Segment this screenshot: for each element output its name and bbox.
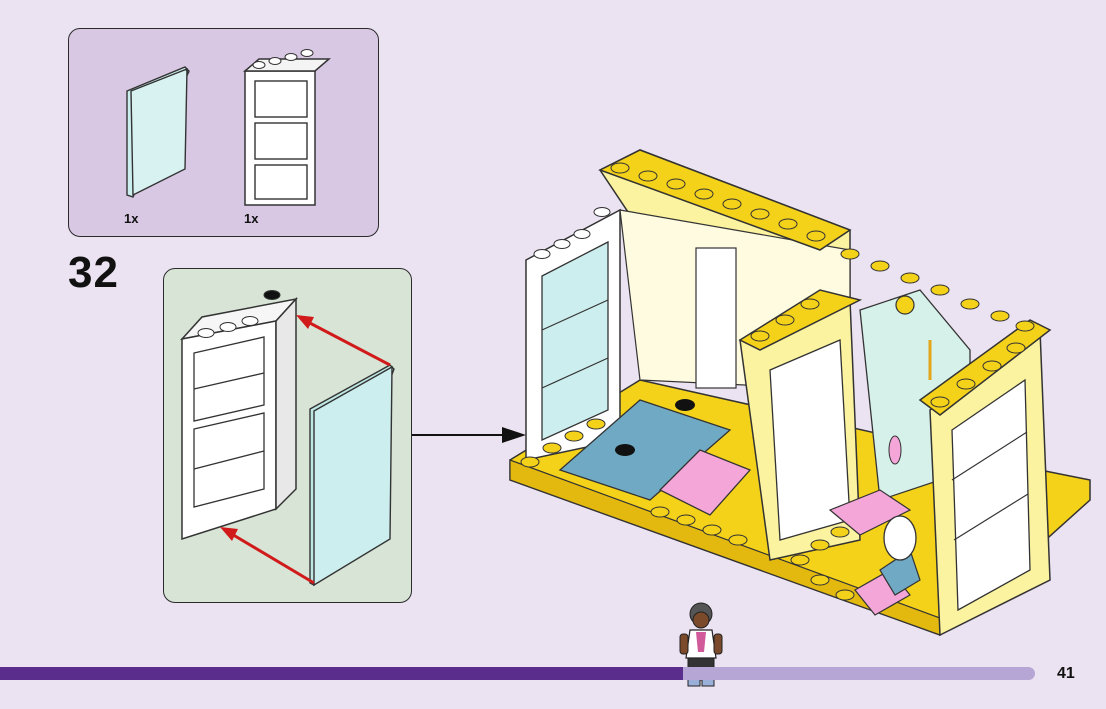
window-frame-quantity: 1x <box>244 211 259 226</box>
page-number: 41 <box>1057 665 1075 682</box>
window-frame-assembly-icon <box>179 290 395 587</box>
step-number: 32 <box>68 248 119 297</box>
model-illustration <box>509 149 1091 637</box>
progress-bar <box>0 667 1035 680</box>
subassembly-callout <box>163 268 412 603</box>
glass-pane-quantity: 1x <box>124 211 139 226</box>
progress-bar-fill <box>0 667 684 680</box>
window-frame-icon <box>242 49 332 206</box>
connector-arrow <box>412 427 526 443</box>
glass-pane-icon <box>126 66 190 198</box>
parts-callout: 1x 1x <box>68 28 379 237</box>
